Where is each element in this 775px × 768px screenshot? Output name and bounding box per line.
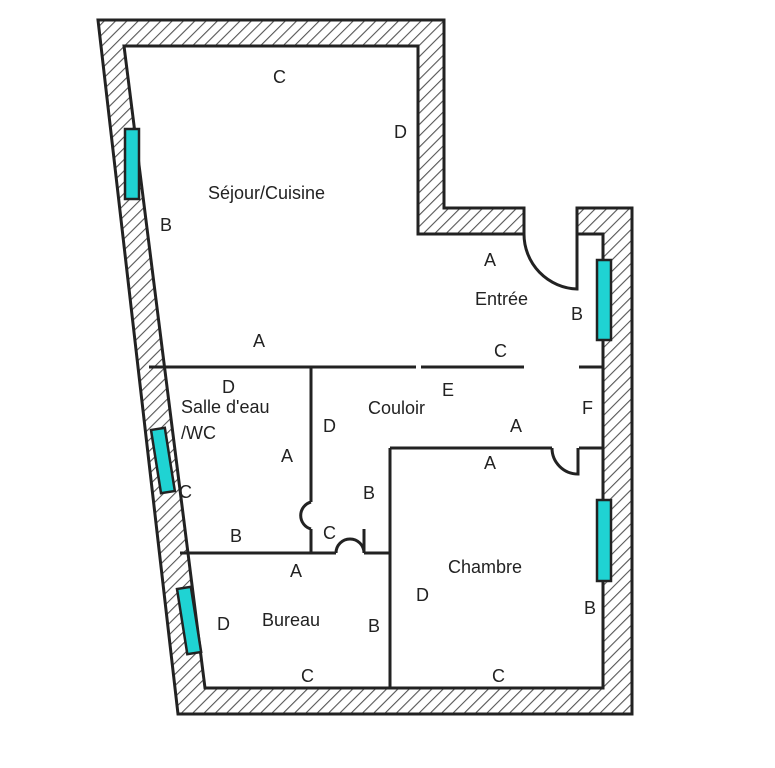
room-label-sejour: Séjour/Cuisine [208, 183, 325, 203]
wall-label: B [368, 616, 380, 636]
door-chambre [550, 447, 580, 476]
wall-label: A [253, 331, 265, 351]
window-sejour [123, 127, 141, 201]
wall-label: D [217, 614, 230, 634]
wall-label: B [571, 304, 583, 324]
wall-label: C [492, 666, 505, 686]
wall-label: C [494, 341, 507, 361]
window-chambre [595, 498, 613, 583]
wall-label: A [281, 446, 293, 466]
room-labels: Séjour/Cuisine Entrée Salle d'eau /WC Co… [181, 183, 528, 630]
room-label-couloir: Couloir [368, 398, 425, 418]
room-label-bureau: Bureau [262, 610, 320, 630]
wall-label: A [510, 416, 522, 436]
wall-label: C [301, 666, 314, 686]
wall-label: F [582, 398, 593, 418]
wall-label: D [222, 377, 235, 397]
interior-walls [149, 365, 603, 688]
wall-label: B [230, 526, 242, 546]
wall-label: C [179, 482, 192, 502]
window-entree [595, 258, 613, 342]
wall-label: B [160, 215, 172, 235]
wall-label: A [484, 453, 496, 473]
wall-label: C [323, 523, 336, 543]
wall-label: A [290, 561, 302, 581]
windows [123, 127, 613, 656]
wall-label: C [273, 67, 286, 87]
wall-label: B [584, 598, 596, 618]
wall-label: D [394, 122, 407, 142]
window-salle [149, 426, 177, 495]
room-label-chambre: Chambre [448, 557, 522, 577]
room-label-salle-2: /WC [181, 423, 216, 443]
wall-label: D [323, 416, 336, 436]
door-bureau [334, 537, 366, 554]
door-salle [299, 500, 312, 531]
wall-label: B [363, 483, 375, 503]
room-label-entree: Entrée [475, 289, 528, 309]
wall-labels: C D B A A B C E F A D B C D A C B A D B … [160, 67, 596, 686]
wall-label: D [416, 585, 429, 605]
doors [299, 233, 580, 554]
room-label-salle-1: Salle d'eau [181, 397, 270, 417]
wall-label: A [484, 250, 496, 270]
wall-label: E [442, 380, 454, 400]
door-entree [522, 233, 579, 291]
exterior-walls [96, 18, 634, 716]
window-bureau [175, 585, 203, 656]
